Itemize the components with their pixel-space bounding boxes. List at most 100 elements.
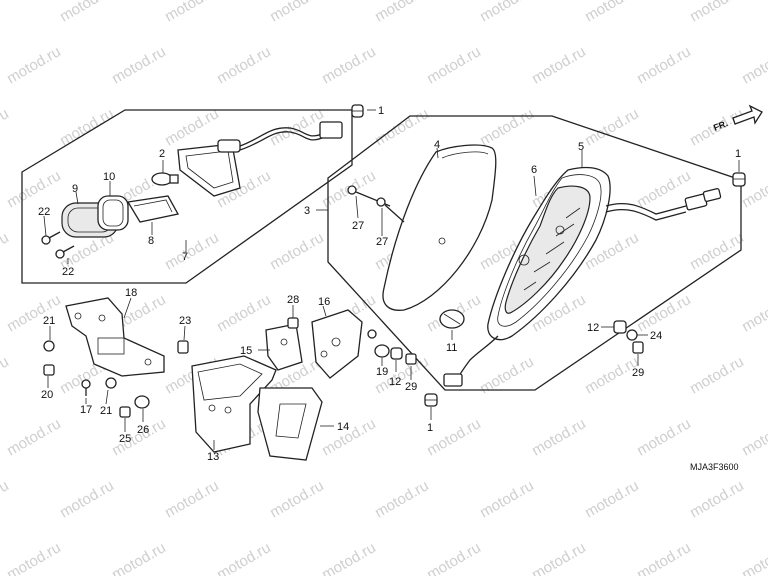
clip-23[interactable]: [177, 340, 189, 354]
callout-22b: 22: [62, 266, 74, 278]
bolt-28[interactable]: [287, 317, 299, 329]
license-plate-mount[interactable]: [191, 355, 277, 453]
callout-17: 17: [80, 404, 92, 416]
callout-23: 23: [179, 315, 191, 327]
tail-light-lens[interactable]: [382, 144, 497, 311]
nut-20[interactable]: [43, 364, 55, 376]
leader-lines: [43, 109, 740, 450]
callout-19: 19: [376, 366, 388, 378]
tail-light-assembly-box: [327, 115, 742, 391]
watermark-text: motod.ru: [0, 477, 12, 521]
callout-22a: 22: [38, 206, 50, 218]
bolt-centre[interactable]: [367, 329, 377, 339]
license-bulb[interactable]: [151, 172, 179, 186]
watermark-text: motod.ru: [0, 105, 12, 149]
watermark-text: motod.ru: [4, 415, 64, 459]
nut-25[interactable]: [119, 406, 131, 418]
license-light-assembly-box: [21, 109, 353, 284]
watermark-text: motod.ru: [477, 353, 537, 397]
watermark-text: motod.ru: [57, 105, 117, 149]
nut-29b[interactable]: [632, 341, 644, 354]
watermark-text: motod.ru: [57, 0, 117, 25]
watermark-text: motod.ru: [0, 229, 12, 273]
bolt-17[interactable]: [81, 379, 91, 396]
license-lens-gasket[interactable]: [97, 195, 129, 231]
license-socket-housing[interactable]: [177, 139, 241, 197]
collar-12b[interactable]: [613, 320, 627, 334]
callout-18: 18: [125, 287, 137, 299]
watermark-text: motod.ru: [634, 415, 694, 459]
callout-10: 10: [103, 171, 115, 183]
collar-26[interactable]: [134, 395, 150, 409]
bolt-21a[interactable]: [43, 340, 55, 352]
watermark-text: motod.ru: [0, 353, 12, 397]
grommet-1a[interactable]: [351, 104, 364, 118]
callout-16: 16: [318, 296, 330, 308]
nut-29a[interactable]: [405, 353, 417, 365]
license-wire-harness: [239, 121, 343, 151]
callout-12b: 12: [587, 322, 599, 334]
license-plate-gasket[interactable]: [257, 387, 323, 461]
bracket-16[interactable]: [311, 309, 363, 379]
watermark-text: motod.ru: [477, 477, 537, 521]
bolt-21b[interactable]: [105, 377, 117, 389]
callout-27a: 27: [352, 220, 364, 232]
watermark-text: motod.ru: [4, 43, 64, 87]
watermark-text: motod.ru: [687, 0, 747, 25]
watermark-text: motod.ru: [214, 43, 274, 87]
callout-29a: 29: [405, 381, 417, 393]
washer-19[interactable]: [374, 344, 390, 358]
callout-1a: 1: [378, 105, 384, 117]
watermark-text: motod.ru: [0, 0, 12, 25]
front-arrow-icon: [732, 104, 763, 125]
callout-29b: 29: [632, 367, 644, 379]
watermark-text: motod.ru: [4, 167, 64, 211]
watermark-text: motod.ru: [582, 0, 642, 25]
callout-3: 3: [304, 205, 310, 217]
callout-labels: 1 1 1 2 3 4 5 6 7 8 9 10 11 12 12 13 14 …: [38, 105, 741, 463]
stay-15[interactable]: [265, 323, 303, 371]
screw-22b[interactable]: [55, 245, 75, 259]
watermark-text: motod.ru: [214, 539, 274, 576]
callout-6: 6: [531, 164, 537, 176]
watermark-text: motod.ru: [57, 477, 117, 521]
watermark-text: motod.ru: [319, 43, 379, 87]
watermark-text: motod.ru: [4, 539, 64, 576]
watermark-text: motod.ru: [162, 0, 222, 25]
watermark-text: motod.ru: [739, 43, 768, 87]
watermark-text: motod.ru: [267, 105, 327, 149]
callout-21b: 21: [100, 405, 112, 417]
callout-1c: 1: [427, 422, 433, 434]
screw-27b[interactable]: [376, 197, 405, 223]
callout-25: 25: [119, 433, 131, 445]
watermark-text: motod.ru: [162, 105, 222, 149]
watermark-text: motod.ru: [739, 415, 768, 459]
watermark-text: motod.ru: [529, 539, 589, 576]
watermark-text: motod.ru: [214, 291, 274, 335]
callout-13: 13: [207, 451, 219, 463]
watermark-text: motod.ru: [529, 43, 589, 87]
license-bracket[interactable]: [65, 297, 165, 377]
license-reflector[interactable]: [126, 195, 179, 223]
collar-12a[interactable]: [390, 347, 403, 360]
tail-light-inner-lens[interactable]: [504, 185, 591, 314]
tail-light-bulb[interactable]: [439, 309, 465, 329]
grommet-1c[interactable]: [424, 393, 438, 407]
callout-26: 26: [137, 424, 149, 436]
watermark-text: motod.ru: [634, 539, 694, 576]
washer-24[interactable]: [626, 329, 638, 341]
watermark-text: motod.ru: [687, 477, 747, 521]
watermark-text: motod.ru: [109, 43, 169, 87]
tail-light-wire-harness: [443, 187, 722, 387]
screw-22a[interactable]: [41, 231, 61, 245]
callout-1b: 1: [735, 148, 741, 160]
watermark-text: motod.ru: [319, 539, 379, 576]
callout-8: 8: [148, 235, 154, 247]
watermark-text: motod.ru: [267, 477, 327, 521]
watermark-text: motod.ru: [634, 291, 694, 335]
watermark-text: motod.ru: [477, 105, 537, 149]
grommet-1b[interactable]: [732, 172, 746, 187]
callout-4: 4: [434, 139, 440, 151]
watermark-text: motod.ru: [109, 415, 169, 459]
watermark-text: motod.ru: [424, 539, 484, 576]
